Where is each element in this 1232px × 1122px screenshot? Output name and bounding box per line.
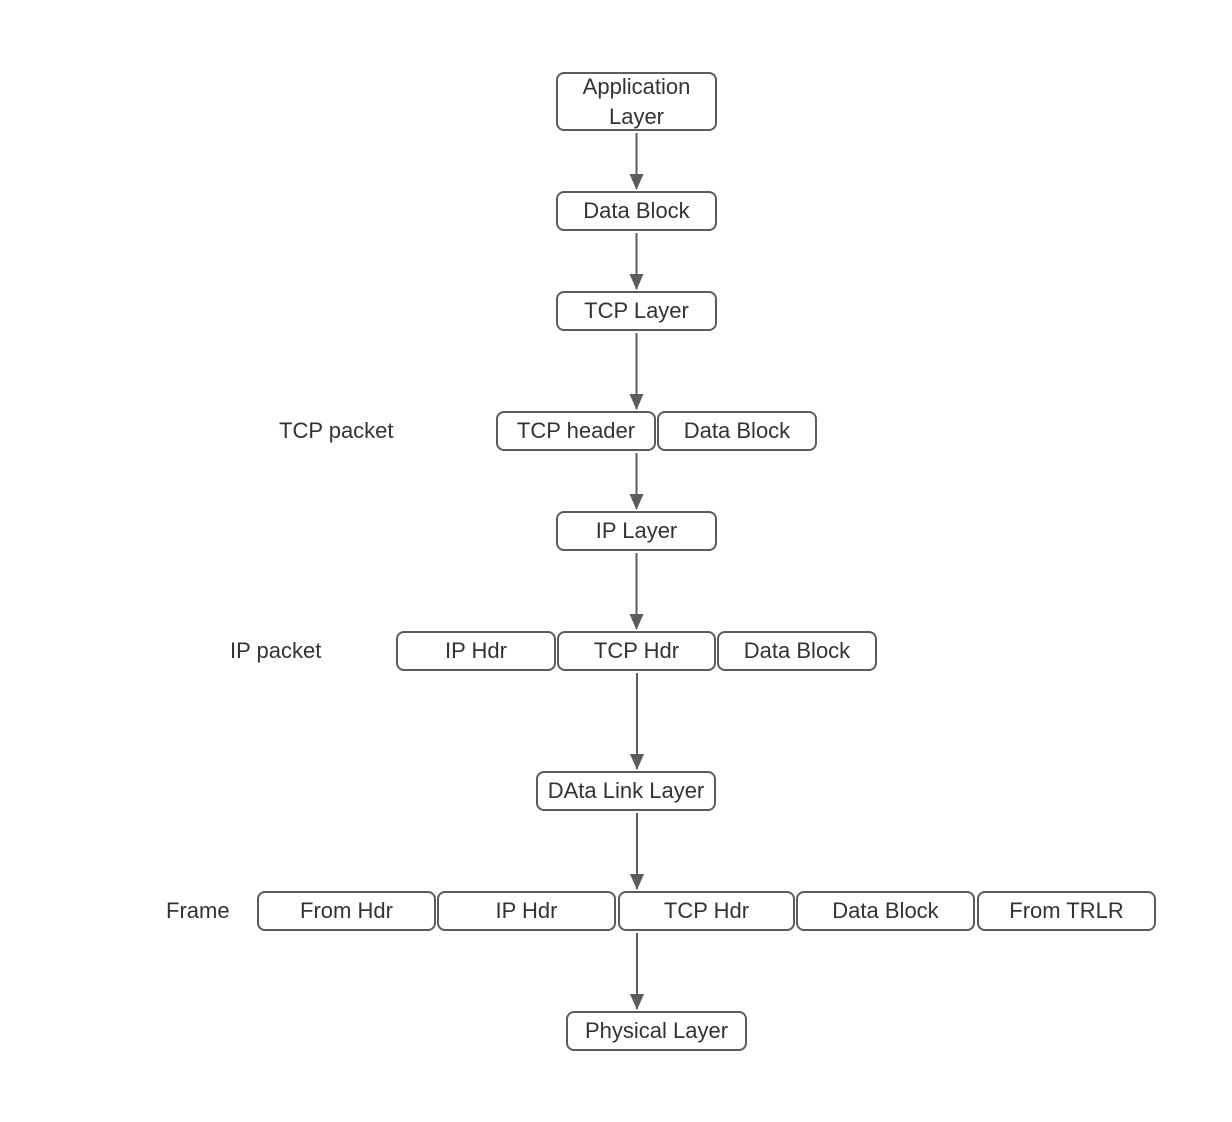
node-label: From TRLR [1009, 898, 1124, 924]
node-data-block-top: Data Block [556, 191, 717, 231]
node-ip-packet-tcp-hdr: TCP Hdr [557, 631, 716, 671]
node-physical-layer: Physical Layer [566, 1011, 747, 1051]
node-label: IP Hdr [445, 638, 507, 664]
node-label: Application Layer [582, 74, 691, 129]
node-label: TCP Hdr [663, 898, 750, 924]
node-label: IP Layer [595, 518, 678, 544]
node-ip-packet-data-block: Data Block [717, 631, 877, 671]
node-tcp-header: TCP header [496, 411, 656, 451]
node-frame-from-hdr: From Hdr [257, 891, 436, 931]
node-label: Data Block [683, 418, 791, 444]
node-frame-data-block: Data Block [796, 891, 975, 931]
node-label: DAta Link Layer [547, 778, 705, 804]
node-label: Data Block [583, 198, 690, 224]
node-label: TCP Hdr [593, 638, 680, 664]
node-application-layer: Application Layer [556, 72, 717, 131]
node-frame-ip-hdr: IP Hdr [437, 891, 616, 931]
node-label: From Hdr [300, 898, 393, 924]
node-label: IP Hdr [495, 898, 558, 924]
node-label: TCP Layer [584, 298, 689, 324]
row-label-frame: Frame [166, 898, 230, 923]
node-label: Physical Layer [584, 1018, 729, 1044]
node-label: TCP header [516, 418, 636, 444]
node-tcp-layer: TCP Layer [556, 291, 717, 331]
node-ip-layer: IP Layer [556, 511, 717, 551]
row-label-tcp-packet: TCP packet [279, 418, 394, 443]
node-data-link-layer: DAta Link Layer [536, 771, 716, 811]
node-frame-from-trlr: From TRLR [977, 891, 1156, 931]
node-label: Data Block [832, 898, 939, 924]
node-frame-tcp-hdr: TCP Hdr [618, 891, 795, 931]
row-label-ip-packet: IP packet [230, 638, 322, 663]
node-ip-packet-ip-hdr: IP Hdr [396, 631, 556, 671]
node-label: Data Block [743, 638, 851, 664]
node-tcp-packet-data-block: Data Block [657, 411, 817, 451]
